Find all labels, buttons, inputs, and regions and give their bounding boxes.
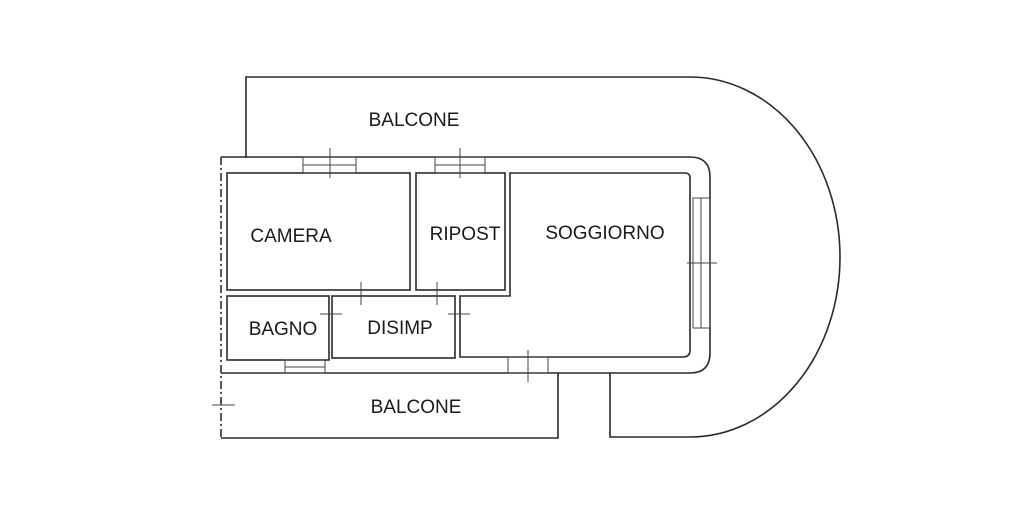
lower-balcony-outline [221,373,559,439]
label-bagno: BAGNO [249,319,318,340]
door-marks [212,282,470,406]
room-soggiorno [459,172,691,358]
label-ripost: RIPOST [430,224,501,245]
apartment-outer-wall [220,156,711,440]
label-soggiorno: SOGGIORNO [545,223,664,244]
outer-balcony-outline [245,76,841,438]
windows [284,148,717,382]
room-disimp [331,295,456,359]
label-disimp: DISIMP [367,318,432,339]
label-balcone-bottom: BALCONE [371,397,462,418]
label-camera: CAMERA [250,226,332,247]
room-bagno [226,295,330,361]
label-balcone-top: BALCONE [369,110,460,131]
